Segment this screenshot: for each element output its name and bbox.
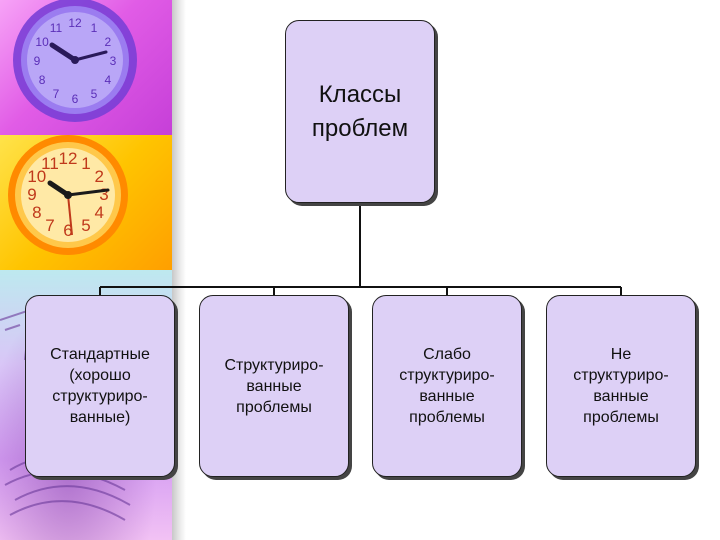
clock-numeral: 8	[39, 73, 46, 87]
clock-numeral: 6	[63, 221, 72, 240]
child-node-structured: Структуриро- ванные проблемы	[199, 295, 349, 477]
clock-numeral: 12	[68, 16, 82, 30]
clock-numeral: 7	[45, 216, 54, 235]
clock-numeral: 8	[32, 203, 41, 222]
clock-numeral: 1	[81, 154, 90, 173]
clock-numeral: 11	[50, 21, 63, 35]
clock-numeral: 2	[105, 35, 112, 49]
child-node-weakly-structured: Слабо структуриро- ванные проблемы	[372, 295, 522, 477]
clock-numeral: 11	[41, 154, 59, 173]
clock-numeral: 9	[34, 54, 41, 68]
clock-numeral: 6	[72, 92, 79, 106]
clock-numeral: 9	[27, 185, 36, 204]
clock-numeral: 7	[53, 87, 60, 101]
clock-numeral: 5	[91, 87, 98, 101]
clock-numeral: 5	[81, 216, 90, 235]
clock-numeral: 12	[59, 149, 78, 168]
clock-numeral: 10	[27, 167, 46, 186]
clock-numeral: 3	[99, 185, 108, 204]
divider-band	[172, 0, 186, 540]
clock-numeral: 1	[91, 21, 98, 35]
clock-numeral: 4	[94, 203, 103, 222]
child-node-standard: Стандартные (хорошо структуриро- ванные)	[25, 295, 175, 477]
clock-numeral: 4	[105, 73, 112, 87]
child-node-unstructured: Не структуриро- ванные проблемы	[546, 295, 696, 477]
clock-numeral: 10	[35, 35, 49, 49]
root-node: Классы проблем	[285, 20, 435, 203]
clock-numeral: 2	[94, 167, 103, 186]
clock-numeral: 3	[110, 54, 117, 68]
